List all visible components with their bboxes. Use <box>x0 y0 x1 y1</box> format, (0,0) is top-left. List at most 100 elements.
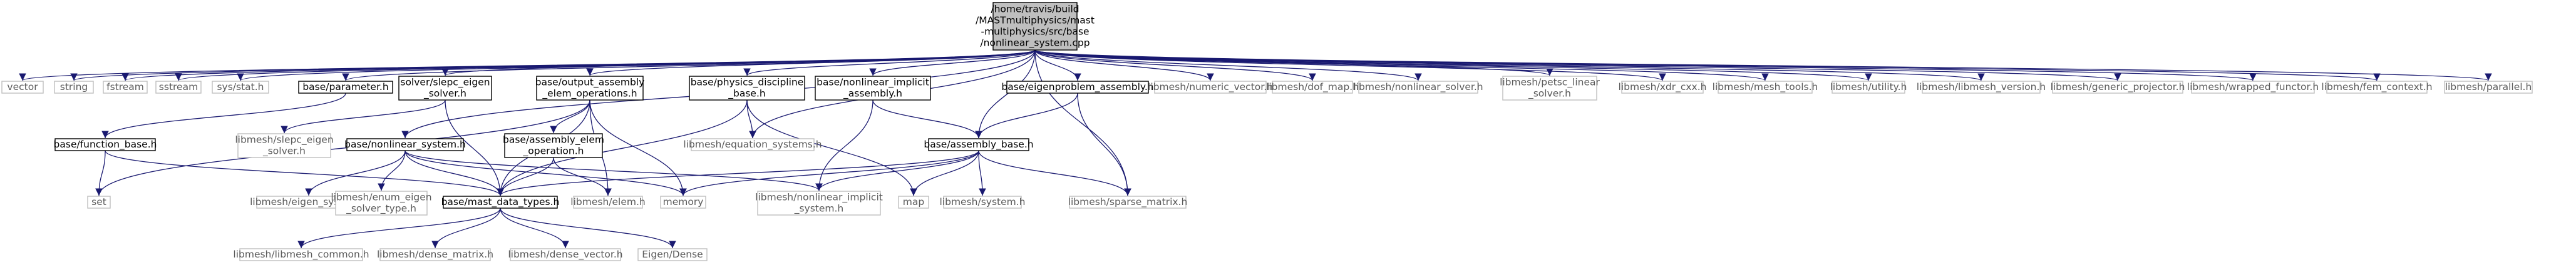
node-label: libmesh/wrapped_functor.h <box>2187 81 2319 93</box>
node-nonlinear_system_h[interactable]: base/nonlinear_system.h <box>344 138 466 151</box>
node-label: libmesh/petsc_linear <box>1500 77 1600 89</box>
node-box <box>1832 81 1905 94</box>
node-label: libmesh/utility.h <box>1830 81 1907 92</box>
node-label: _system.h <box>794 203 844 215</box>
node-box <box>992 2 1078 51</box>
node-label: libmesh/equation_systems.h <box>683 139 822 151</box>
node-parallel[interactable]: libmesh/parallel.h <box>2444 81 2533 94</box>
node-box <box>691 138 815 151</box>
node-box <box>928 138 1029 151</box>
node-assembly_base[interactable]: base/assembly_base.h <box>924 138 1034 151</box>
node-elem[interactable]: libmesh/elem.h <box>570 196 646 209</box>
edge-nonlinear_implicit_assembly-to-assembly_base <box>872 99 982 139</box>
node-dof_map[interactable]: libmesh/dof_map.h <box>1266 81 1359 94</box>
edge-root-to-numeric_vector <box>1034 49 1214 81</box>
node-output_assembly[interactable]: base/output_assembly_elem_operations.h <box>535 76 645 101</box>
node-box <box>298 81 393 94</box>
node-box <box>2326 81 2428 94</box>
node-dense_matrix[interactable]: libmesh/dense_matrix.h <box>377 248 493 261</box>
edge-nonlinear_system_h-to-nonlinear_implicit_system <box>404 150 823 191</box>
edge-nonlinear_system_h-to-enum_eigen_solver_type <box>378 150 406 191</box>
node-label: -multiphysics/src/base <box>981 26 1089 38</box>
node-fem_context[interactable]: libmesh/fem_context.h <box>2321 81 2433 94</box>
node-label: libmesh/nonlinear_solver.h <box>1353 81 1483 93</box>
edge-slepc_eigen_solver-to-slepc_libmesh_eigen <box>281 99 446 134</box>
edge-root-to-dof_map <box>1034 49 1316 81</box>
edge-function_base-to-mast_data_types <box>105 150 504 196</box>
edge-eigenproblem_assembly-to-assembly_base <box>975 92 1078 139</box>
node-box <box>1272 81 1353 94</box>
node-xdr_cxx[interactable]: libmesh/xdr_cxx.h <box>1619 81 1707 94</box>
node-box <box>757 191 881 216</box>
node-box <box>1006 81 1149 94</box>
node-box <box>1922 81 2041 94</box>
node-label: fstream <box>106 81 144 92</box>
node-dense_vector[interactable]: libmesh/dense_vector.h <box>508 248 623 261</box>
node-parameter[interactable]: base/parameter.h <box>298 81 393 94</box>
edge-assembly_base-to-nonlinear_implicit_system <box>815 150 979 191</box>
node-box <box>103 81 148 94</box>
node-nonlinear_solver[interactable]: libmesh/nonlinear_solver.h <box>1353 81 1483 94</box>
node-eigen_dense[interactable]: Eigen/Dense <box>637 248 708 261</box>
node-generic_projector[interactable]: libmesh/generic_projector.h <box>2051 81 2185 94</box>
edge-root-to-sparse_matrix <box>1034 49 1131 196</box>
node-physics_discipline[interactable]: base/physics_discipline_base.h <box>689 76 805 101</box>
node-label: base/parameter.h <box>302 81 388 92</box>
node-box <box>504 133 603 158</box>
edge-root-to-slepc_eigen_solver <box>441 49 1036 76</box>
node-libmesh_version[interactable]: libmesh/libmesh_version.h <box>1917 81 2046 94</box>
node-label: base/assembly_elem <box>503 134 604 146</box>
node-numeric_vector[interactable]: libmesh/numeric_vector.h <box>1148 81 1273 94</box>
node-assembly_elem_operation[interactable]: base/assembly_elem_operation.h <box>503 133 604 158</box>
node-mesh_tools[interactable]: libmesh/mesh_tools.h <box>1713 81 1818 94</box>
node-label: libmesh/dense_matrix.h <box>377 249 493 261</box>
edge-nonlinear_system_h-to-eigen_system <box>305 150 406 196</box>
node-string[interactable]: string <box>54 81 94 94</box>
node-box <box>637 248 708 261</box>
node-set[interactable]: set <box>87 196 111 209</box>
node-equation_systems[interactable]: libmesh/equation_systems.h <box>683 138 822 151</box>
node-sparse_matrix[interactable]: libmesh/sparse_matrix.h <box>1068 196 1188 209</box>
edge-nonlinear_system_h-to-memory <box>404 150 687 196</box>
node-box <box>1718 81 1813 94</box>
edge-root-to-physics_discipline <box>743 49 1036 76</box>
node-enum_eigen_solver_type[interactable]: libmesh/enum_eigen_solver_type.h <box>331 191 432 216</box>
node-fstream[interactable]: fstream <box>103 81 148 94</box>
node-system[interactable]: libmesh/system.h <box>940 196 1026 209</box>
node-box <box>2052 81 2183 94</box>
node-label: _solver.h <box>1528 88 1571 100</box>
node-box <box>689 76 805 101</box>
node-wrapped_functor[interactable]: libmesh/wrapped_functor.h <box>2187 81 2319 94</box>
node-petsc_linear_solver[interactable]: libmesh/petsc_linear_solver.h <box>1500 76 1600 101</box>
edge-eigenproblem_assembly-to-sparse_matrix <box>1077 92 1131 196</box>
node-vector[interactable]: vector <box>1 81 44 94</box>
node-memory[interactable]: memory <box>660 196 706 209</box>
edge-assembly_elem_operation-to-mast_data_types <box>497 157 554 196</box>
edge-mast_data_types-to-eigen_dense <box>500 208 676 249</box>
edge-root-to-assembly_base <box>975 49 1036 139</box>
edge-root-to-eigenproblem_assembly <box>1034 49 1081 81</box>
node-nonlinear_implicit_assembly[interactable]: base/nonlinear_implicit_assembly.h <box>815 76 931 101</box>
node-box <box>898 196 929 209</box>
node-label: set <box>91 196 106 208</box>
node-utility[interactable]: libmesh/utility.h <box>1830 81 1907 94</box>
node-function_base[interactable]: base/function_base.h <box>54 138 157 151</box>
node-label: _elem_operations.h <box>542 88 637 100</box>
node-slepc_libmesh_eigen[interactable]: libmesh/slepc_eigen_solver.h <box>235 133 334 158</box>
node-sysstat[interactable]: sys/stat.h <box>212 81 269 94</box>
node-slepc_eigen_solver[interactable]: solver/slepc_eigen_solver.h <box>398 76 492 101</box>
edge-mast_data_types-to-dense_vector <box>500 208 569 249</box>
node-mast_data_types[interactable]: base/mast_data_types.h <box>441 196 560 209</box>
node-box <box>155 81 202 94</box>
node-libmesh_common[interactable]: libmesh/libmesh_common.h <box>233 248 369 261</box>
edge-root-to-parallel <box>1034 49 2491 81</box>
node-map[interactable]: map <box>898 196 929 209</box>
node-eigenproblem_assembly[interactable]: base/eigenproblem_assembly.h <box>1001 81 1154 94</box>
edge-root-to-nonlinear_implicit_assembly <box>869 49 1036 76</box>
node-sstream[interactable]: sstream <box>155 81 202 94</box>
edge-assembly_base-to-memory <box>679 150 979 196</box>
node-nonlinear_implicit_system[interactable]: libmesh/nonlinear_implicit_system.h <box>755 191 883 216</box>
node-label: libmesh/mesh_tools.h <box>1713 81 1818 93</box>
node-label: libmesh/system.h <box>940 196 1026 208</box>
